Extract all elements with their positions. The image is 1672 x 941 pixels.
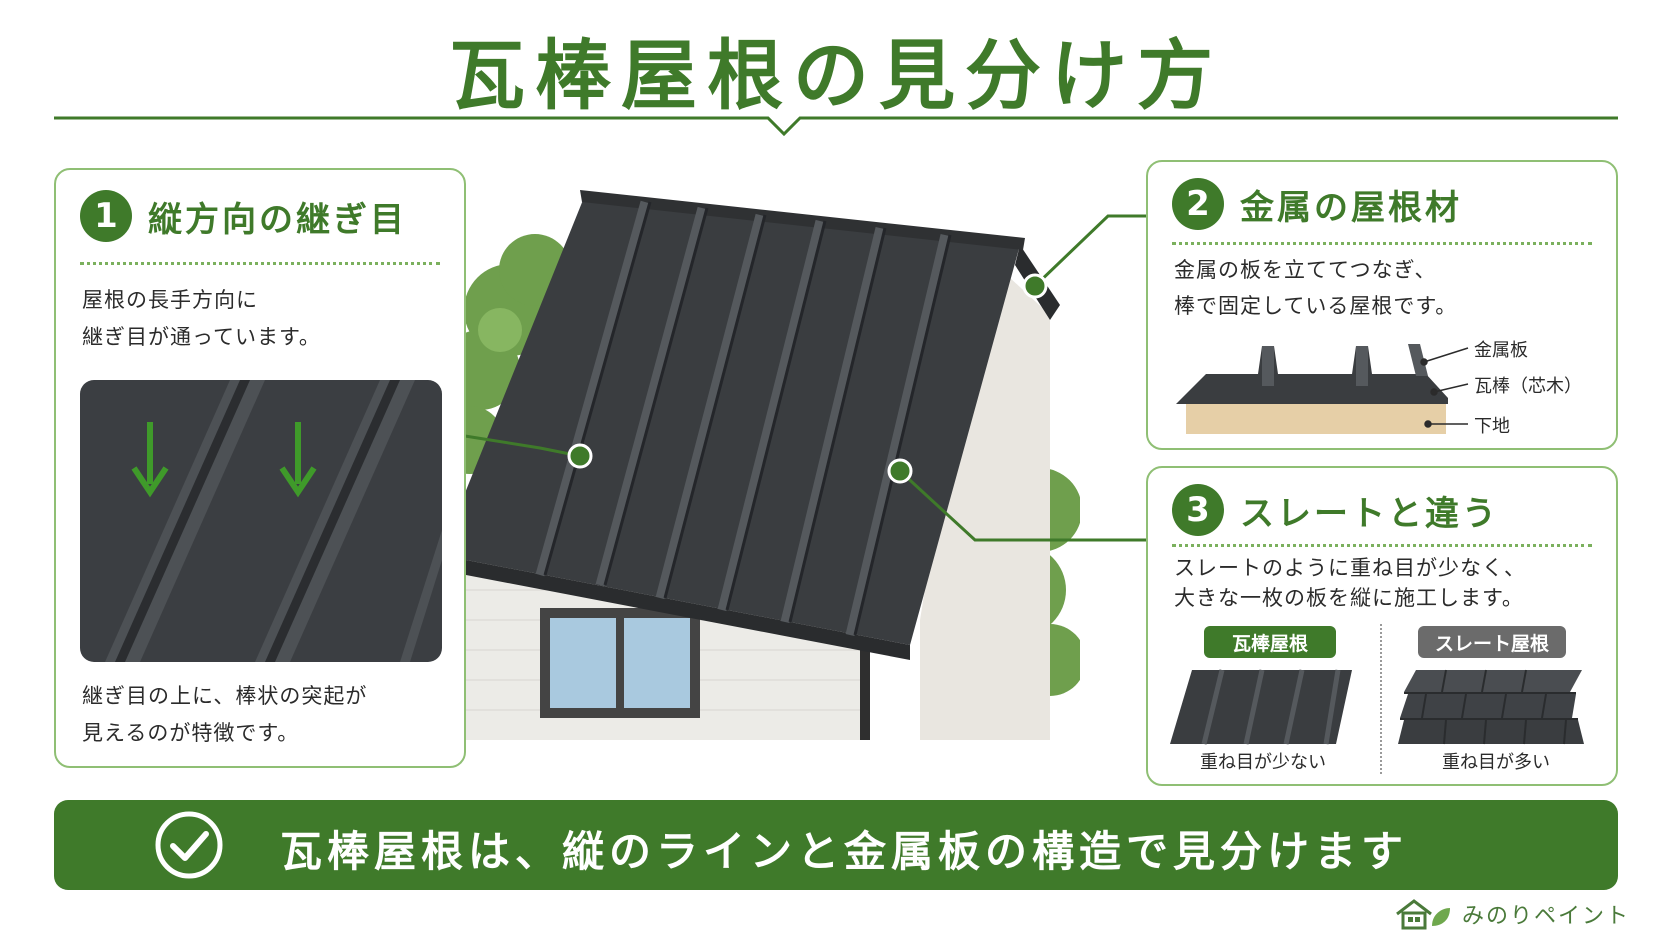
card-2-title: 金属の屋根材 [1240,187,1462,228]
card-1-line-1: 屋根の長手方向に [82,288,258,312]
dotted-divider [80,262,440,265]
summary-banner: 瓦棒屋根は、縦のラインと金属板の構造で見分けます [54,800,1618,890]
card-3-title: スレートと違う [1240,493,1499,534]
step-number-3: 3 [1172,484,1224,536]
card-metal-material: 2 金属の屋根材 金属の板を立ててつなぎ、 棒で固定している屋根です。 金属板 … [1146,160,1618,450]
check-circle-icon [155,811,223,879]
step-number-2: 2 [1172,178,1224,230]
label-batten-core: 瓦棒（芯木） [1474,376,1582,397]
card-2-line-1: 金属の板を立ててつなぎ、 [1174,258,1437,282]
caption-many-overlaps: 重ね目が多い [1442,752,1550,773]
card-vertical-seams: 1 縦方向の継ぎ目 屋根の長手方向に 継ぎ目が通っています。 継ぎ目の上に、棒状… [54,168,466,768]
tag-kawarabo-roof: 瓦棒屋根 [1204,626,1336,658]
card-2-line-2: 棒で固定している屋根です。 [1174,294,1458,318]
card-3-line-1: スレートのように重ね目が少なく、 [1174,556,1526,580]
down-arrow-icon [131,422,169,498]
label-leader-lines [1420,347,1469,428]
summary-text: 瓦棒屋根は、縦のラインと金属板の構造で見分けます [280,827,1409,876]
card-3-header: 3 スレートと違う [1172,484,1499,536]
step-number-1: 1 [80,190,132,242]
card-1-footer-line-1: 継ぎ目の上に、棒状の突起が [82,684,368,708]
card-1-line-2: 継ぎ目が通っています。 [82,325,321,349]
label-substrate: 下地 [1474,416,1510,437]
seam-closeup-image [80,380,442,662]
house-leaf-icon [1396,899,1450,930]
label-metal-sheet: 金属板 [1474,340,1528,361]
card-2-header: 2 金属の屋根材 [1172,178,1462,230]
card-1-title: 縦方向の継ぎ目 [148,199,407,240]
card-1-footer-line-2: 見えるのが特徴です。 [82,721,300,745]
brand-logo: みのりペイント [1394,898,1630,930]
house-illustration [440,190,1080,740]
kawarabo-roof-thumbnail [1170,669,1352,745]
card-1-header: 1 縦方向の継ぎ目 [80,190,407,242]
down-arrow-icon [279,422,317,498]
card-vs-slate: 3 スレートと違う スレートのように重ね目が少なく、 大きな一枚の板を縦に施工し… [1146,466,1618,786]
compare-divider [1380,624,1382,774]
caption-few-overlaps: 重ね目が少ない [1200,752,1326,773]
dotted-divider [1172,544,1592,547]
brand-name: みのりペイント [1462,904,1631,929]
page-title: 瓦棒屋根の見分け方 [449,31,1223,120]
dotted-divider [1172,242,1592,245]
card-3-line-2: 大きな一枚の板を縦に施工します。 [1174,586,1524,610]
roof-cross-section-diagram [1176,344,1448,434]
slate-roof-thumbnail [1398,669,1584,745]
title-divider [54,116,1618,137]
tag-slate-roof: スレート屋根 [1418,626,1566,658]
